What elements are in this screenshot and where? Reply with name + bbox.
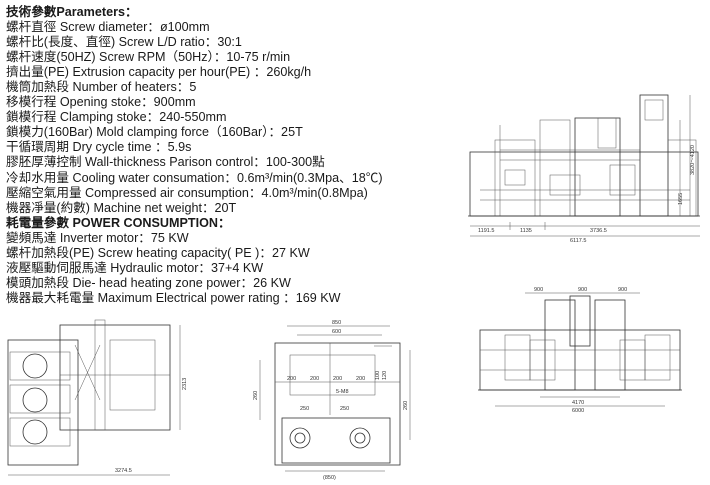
dim-label: 260: [253, 391, 259, 400]
param-line: 螺杆速度(50HZ) Screw RPM（50Hz）：10-75 r/min: [6, 50, 291, 65]
param-line: 干循環周期 Dry cycle time ：5.9s: [6, 140, 192, 155]
dim-label: 200: [356, 376, 365, 382]
param-line: 壓縮空氣用量 Compressed air consumption：4.0m³/…: [6, 185, 368, 200]
dim-label: 100: [375, 371, 381, 380]
dim-label: 6117.5: [570, 238, 586, 244]
parameters-heading: 技術參數Parameters：: [6, 5, 138, 19]
param-line: 機筒加熱段 Number of heaters：5: [6, 80, 197, 95]
front-view-drawing: 900 900 900 4170 6000: [478, 287, 682, 414]
dim-label: (850): [323, 475, 336, 481]
dim-label: 250: [300, 406, 309, 412]
mold-view-drawing: 850 600 200 200 200 200 250 250 260 260 …: [253, 320, 411, 481]
param-line: 鎖模力(160Bar) Mold clamping force（160Bar）：…: [6, 125, 303, 140]
dim-label: 250: [340, 406, 349, 412]
dim-label: 900: [618, 287, 627, 293]
dim-label: 900: [534, 287, 543, 293]
dim-label: 200: [333, 376, 342, 382]
dim-label: 1191.5: [478, 228, 494, 234]
param-line: 機器凈量(約數) Machine net weight：20T: [6, 200, 237, 215]
dim-label: 600: [332, 329, 341, 335]
dim-label: 260: [403, 401, 409, 410]
dim-label: 900: [578, 287, 587, 293]
power-line: 螺杆加熱段(PE) Screw heating capacity( PE )：2…: [6, 246, 310, 261]
param-line: 鎖模行程 Clamping stoke：240-550mm: [6, 110, 227, 125]
power-line: 模頭加熱段 Die- head heating zone power：26 KW: [6, 276, 291, 291]
top-view-drawing: 3274.5 2313: [7, 319, 188, 476]
param-line: 移模行程 Opening stoke：900mm: [6, 95, 196, 110]
param-line: 擠出量(PE) Extrusion capacity per hour(PE) …: [6, 65, 312, 80]
param-line: 膠胚厚薄控制 Wall-thickness Parison control：10…: [6, 155, 325, 170]
dim-label: 200: [310, 376, 319, 382]
power-line: 機器最大耗電量 Maximum Electrical power rating …: [6, 291, 341, 306]
dim-label: 1655: [678, 193, 684, 205]
param-line: 冷却水用量 Cooling water consumation：0.6m³/mi…: [6, 170, 383, 185]
dim-label: 1135: [520, 228, 532, 234]
dim-label: 200: [287, 376, 296, 382]
dim-label: 2313: [182, 378, 188, 390]
side-view-drawing: 1191.5 1135 3736.5 6117.5 1655 3820～4120: [468, 94, 700, 244]
power-section: 耗電量參數 POWER CONSUMPTION： 變頻馬達 Inverter m…: [6, 216, 466, 306]
power-line: 液壓驅動伺服馬達 Hydraulic motor：37+4 KW: [6, 261, 264, 276]
dim-label: 3274.5: [115, 468, 132, 474]
param-line: 螺杆直徑 Screw diameter：ø100mm: [6, 20, 210, 35]
param-line: 螺杆比(長度、直徑) Screw L/D ratio：30:1: [6, 35, 242, 50]
dim-label: 120: [382, 371, 388, 380]
dim-label: 6000: [572, 408, 584, 414]
power-heading: 耗電量參數 POWER CONSUMPTION：: [6, 216, 231, 230]
dim-label: 850: [332, 320, 341, 326]
parameters-section: 技術參數Parameters： 螺杆直徑 Screw diameter：ø100…: [6, 5, 466, 216]
power-line: 變頻馬達 Inverter motor：75 KW: [6, 231, 189, 246]
dim-label: 3820～4120: [690, 145, 696, 175]
dim-label: 4170: [572, 400, 584, 406]
dim-label: 3736.5: [590, 228, 607, 234]
dim-label: 5-M8: [336, 389, 349, 395]
